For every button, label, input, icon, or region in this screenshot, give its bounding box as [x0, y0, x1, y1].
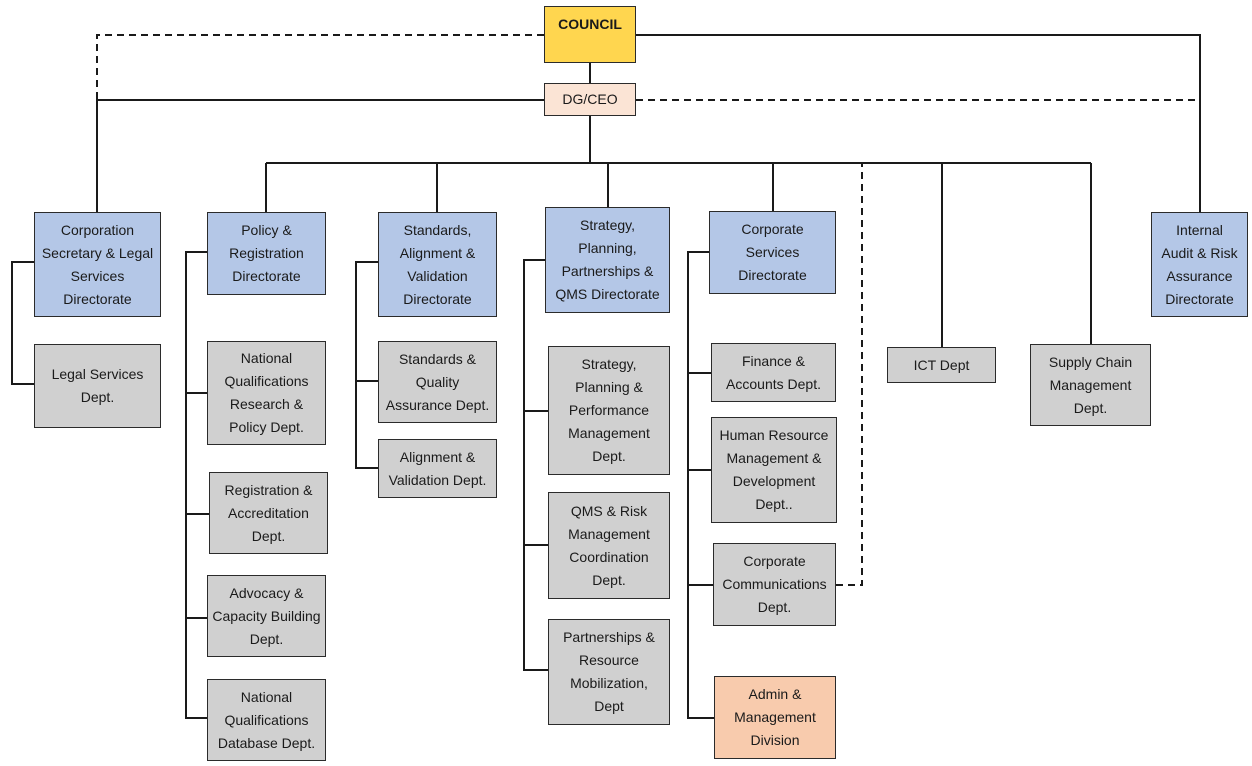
corporation-secretary-directorate: Corporation Secretary & Legal Services D…: [34, 212, 161, 317]
admin-management-division: Admin & Management Division: [714, 676, 836, 759]
nq-research-policy-dept: National Qualifications Research & Polic…: [207, 341, 326, 445]
alignment-validation-dept: Alignment & Validation Dept.: [378, 439, 497, 498]
ceo-box: DG/CEO: [544, 83, 636, 116]
registration-accreditation-dept: Registration & Accreditation Dept.: [209, 472, 328, 554]
nq-database-dept: National Qualifications Database Dept.: [207, 679, 326, 761]
advocacy-capacity-dept: Advocacy & Capacity Building Dept.: [207, 575, 326, 657]
corporate-services-directorate: Corporate Services Directorate: [709, 211, 836, 294]
ict-dept: ICT Dept: [887, 347, 996, 383]
corporate-communications-dept: Corporate Communications Dept.: [713, 543, 836, 626]
internal-audit-directorate: Internal Audit & Risk Assurance Director…: [1151, 212, 1248, 317]
strategy-planning-directorate: Strategy, Planning, Partnerships & QMS D…: [545, 207, 670, 313]
finance-accounts-dept: Finance & Accounts Dept.: [711, 343, 836, 402]
human-resource-dept: Human Resource Management & Development …: [711, 417, 837, 523]
standards-alignment-directorate: Standards, Alignment & Validation Direct…: [378, 212, 497, 317]
supply-chain-dept: Supply Chain Management Dept.: [1030, 344, 1151, 426]
qms-risk-dept: QMS & Risk Management Coordination Dept.: [548, 492, 670, 599]
standards-quality-dept: Standards & Quality Assurance Dept.: [378, 341, 497, 423]
legal-services-dept: Legal Services Dept.: [34, 344, 161, 428]
council-box: COUNCIL: [544, 6, 636, 63]
policy-registration-directorate: Policy & Registration Directorate: [207, 212, 326, 295]
strategy-performance-dept: Strategy, Planning & Performance Managem…: [548, 346, 670, 475]
partnerships-resource-dept: Partnerships & Resource Mobilization, De…: [548, 619, 670, 725]
